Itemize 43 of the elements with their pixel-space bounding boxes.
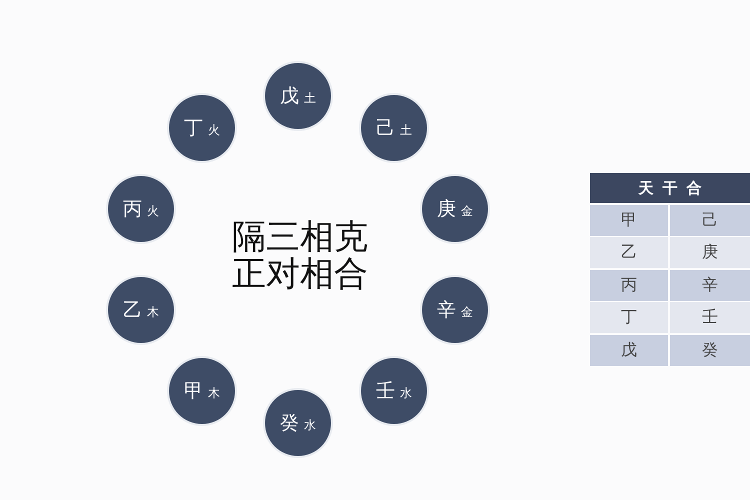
- table-cell: 己: [670, 205, 750, 236]
- table-cell: 辛: [670, 270, 750, 301]
- stem-character: 癸: [280, 412, 299, 434]
- stem-character: 甲: [184, 380, 203, 402]
- circle-node: [108, 277, 174, 343]
- stem-character: 丙: [123, 198, 142, 220]
- table-cell: 丙: [590, 270, 668, 301]
- element-character: 土: [400, 122, 412, 136]
- circle-node: [265, 63, 331, 129]
- circle-node: [361, 95, 427, 161]
- stem-character: 戊: [280, 85, 299, 107]
- circle-node: [361, 358, 427, 424]
- center-text: 正对相合: [232, 255, 368, 293]
- table-cell: 戊: [590, 334, 668, 366]
- table-cell: 丁: [590, 302, 668, 334]
- stem-character: 壬: [376, 380, 395, 402]
- circle-node: [422, 176, 488, 242]
- stem-character: 己: [376, 117, 395, 139]
- element-character: 金: [461, 204, 473, 218]
- table-cell: 乙: [590, 237, 668, 268]
- table-cell: 壬: [670, 302, 750, 334]
- table-cell: 甲: [590, 205, 668, 236]
- circle-node: [108, 176, 174, 242]
- table-cell: 庚: [670, 237, 750, 268]
- element-character: 金: [461, 304, 473, 318]
- table-cell: 癸: [670, 334, 750, 366]
- element-character: 土: [304, 90, 316, 104]
- element-character: 火: [147, 204, 159, 218]
- stem-character: 庚: [437, 198, 456, 220]
- element-character: 水: [304, 418, 316, 432]
- element-character: 木: [208, 386, 220, 400]
- stem-character: 乙: [123, 299, 142, 321]
- element-character: 水: [400, 386, 412, 400]
- circle-node: [169, 358, 235, 424]
- stem-character: 丁: [184, 117, 203, 139]
- element-character: 火: [208, 122, 220, 136]
- center-text: 隔三相克: [232, 218, 368, 256]
- circle-node: [422, 277, 488, 343]
- table-header: 天干合: [590, 173, 750, 203]
- circle-node: [265, 390, 331, 456]
- stem-character: 辛: [437, 299, 456, 321]
- circle-node: [169, 95, 235, 161]
- element-character: 木: [147, 304, 159, 318]
